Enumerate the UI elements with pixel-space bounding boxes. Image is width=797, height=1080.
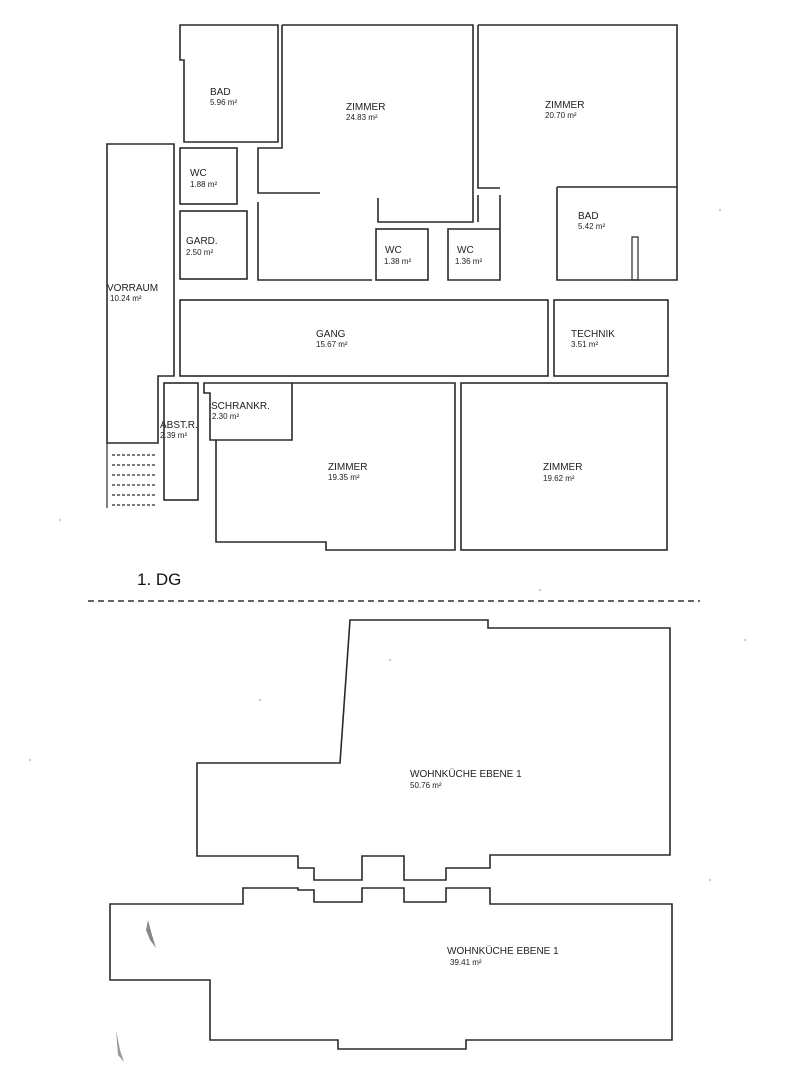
pencil-mark — [116, 920, 156, 1062]
room-name-zimmer-4: ZIMMER — [543, 462, 582, 473]
floor-label: 1. DG — [137, 570, 181, 589]
room-area-zimmer-4: 19.62 m² — [543, 474, 575, 483]
room-name-wc-1: WC — [190, 168, 207, 179]
lower-plan-labels: WOHNKÜCHE EBENE 1 50.76 m² WOHNKÜCHE EBE… — [410, 768, 559, 967]
stairs — [106, 443, 156, 508]
room-name-wc-2: WC — [385, 245, 402, 256]
room-name-zimmer-1: ZIMMER — [346, 102, 385, 113]
room-name-wc-3: WC — [457, 245, 474, 256]
upper-plan-walls — [106, 24, 678, 551]
room-area-schrankr: 2.30 m² — [212, 412, 239, 421]
upper-plan-labels: BAD 5.96 m² ZIMMER 24.83 m² ZIMMER 20.70… — [107, 87, 615, 483]
lower-plan-walls — [109, 619, 673, 1050]
room-area-gang: 15.67 m² — [316, 340, 348, 349]
room-area-abstr: 2.39 m² — [160, 431, 187, 440]
room-name-gang: GANG — [316, 329, 346, 340]
room-name-abstr: ABST.R. — [160, 420, 198, 431]
room-name-wohnkueche-1: WOHNKÜCHE EBENE 1 — [410, 768, 522, 780]
room-area-wc-2: 1.38 m² — [384, 257, 411, 266]
room-area-zimmer-3: 19.35 m² — [328, 473, 360, 482]
room-name-schrankr: SCHRANKR. — [211, 401, 270, 412]
room-area-zimmer-1: 24.83 m² — [346, 113, 378, 122]
scan-noise — [29, 209, 746, 881]
room-name-technik: TECHNIK — [571, 329, 615, 340]
room-name-bad-2: BAD — [578, 211, 599, 222]
room-area-gard: 2.50 m² — [186, 248, 213, 257]
room-name-bad-1: BAD — [210, 87, 231, 98]
room-area-wc-1: 1.88 m² — [190, 180, 217, 189]
room-area-wc-3: 1.36 m² — [455, 257, 482, 266]
room-name-zimmer-2: ZIMMER — [545, 100, 584, 111]
room-area-wohnkueche-1: 50.76 m² — [410, 781, 442, 790]
room-name-wohnkueche-2: WOHNKÜCHE EBENE 1 — [447, 945, 559, 957]
room-name-gard: GARD. — [186, 236, 218, 247]
room-area-technik: 3.51 m² — [571, 340, 598, 349]
room-name-zimmer-3: ZIMMER — [328, 462, 367, 473]
room-area-bad-2: 5.42 m² — [578, 222, 605, 231]
room-area-wohnkueche-2: 39.41 m² — [450, 958, 482, 967]
room-area-zimmer-2: 20.70 m² — [545, 111, 577, 120]
room-area-vorraum: 10.24 m² — [110, 294, 142, 303]
room-name-vorraum: VORRAUM — [107, 283, 158, 294]
room-area-bad-1: 5.96 m² — [210, 98, 237, 107]
